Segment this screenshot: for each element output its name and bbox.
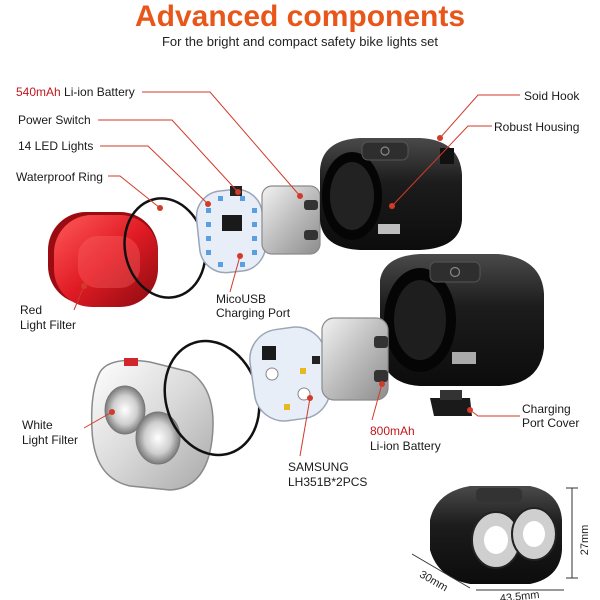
label-charging-cover-line1: Charging xyxy=(522,402,571,416)
label-samsung-line1: SAMSUNG xyxy=(288,460,349,474)
label-white-filter-line2: Light Filter xyxy=(22,433,79,447)
label-540mah-battery: 540mAh Li-ion Battery xyxy=(16,85,135,99)
battery-800mah xyxy=(321,317,389,401)
assembled-light xyxy=(430,486,562,584)
label-microusb-line2: Charging Port xyxy=(216,306,291,320)
leader-lines xyxy=(73,91,520,457)
robust-housing-top xyxy=(320,138,462,250)
label-power-switch: Power Switch xyxy=(18,113,91,127)
label-samsung-line2: LH351B*2PCS xyxy=(288,475,368,489)
dimension-lines xyxy=(411,487,578,591)
label-red-filter-line1: Red xyxy=(20,303,43,317)
dim-height-label: 27mm xyxy=(579,525,591,556)
label-waterproof-ring: Waterproof Ring xyxy=(16,170,103,184)
red-light-filter xyxy=(48,212,158,307)
label-white-filter-line1: White xyxy=(22,418,53,432)
label-540mah-capacity: 540mAh xyxy=(16,85,61,99)
battery-540mah xyxy=(261,185,321,255)
label-red-filter-line2: Light Filter xyxy=(20,318,77,332)
label-microusb-line1: MicoUSB xyxy=(216,292,267,306)
label-800mah-type: Li-ion Battery xyxy=(370,439,441,453)
label-robust-housing: Robust Housing xyxy=(494,120,580,134)
page-subtitle: For the bright and compact safety bike l… xyxy=(161,34,439,49)
white-light-filter xyxy=(90,358,214,491)
page-title: Advanced components xyxy=(134,0,466,33)
label-800mah-capacity: 800mAh xyxy=(370,424,415,438)
led-board-top xyxy=(195,186,267,274)
robust-housing-bottom xyxy=(380,254,544,386)
label-charging-cover-line2: Port Cover xyxy=(522,416,580,430)
label-solid-hook: Soid Hook xyxy=(524,89,580,103)
dim-width-label: 43.5mm xyxy=(499,589,540,600)
label-540mah-type: Li-ion Battery xyxy=(64,85,135,99)
label-led-lights: 14 LED Lights xyxy=(18,139,94,153)
charging-port-cover xyxy=(430,390,472,416)
